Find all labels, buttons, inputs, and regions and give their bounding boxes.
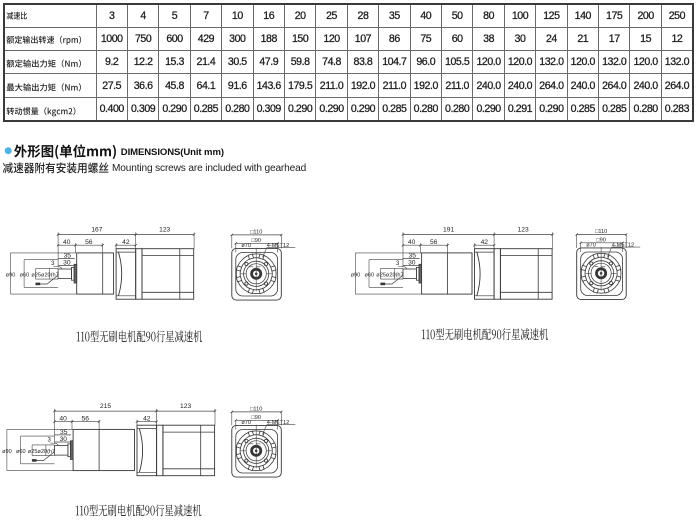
svg-text:4-M6T12: 4-M6T12 — [267, 420, 289, 426]
svg-text:ø90: ø90 — [351, 273, 361, 279]
svg-text:ø70: ø70 — [241, 243, 251, 249]
svg-text:56: 56 — [430, 239, 438, 246]
svg-text:42: 42 — [122, 239, 130, 246]
svg-text:30: 30 — [408, 260, 416, 267]
svg-text:56: 56 — [85, 239, 93, 246]
svg-text:3: 3 — [48, 438, 52, 444]
svg-text:35: 35 — [408, 252, 416, 259]
svg-text:3: 3 — [51, 261, 55, 267]
svg-text:ø70: ø70 — [586, 242, 596, 248]
svg-text:35: 35 — [64, 252, 72, 259]
svg-text:□90: □90 — [596, 237, 606, 243]
svg-text:123: 123 — [180, 403, 191, 410]
svg-text:□110: □110 — [595, 229, 607, 235]
svg-text:ø25ø20(h7: ø25ø20(h7 — [31, 273, 58, 279]
svg-text:ø25ø20(h7: ø25ø20(h7 — [28, 449, 55, 455]
svg-text:4-M6T12: 4-M6T12 — [612, 242, 634, 248]
svg-text:□110: □110 — [250, 407, 262, 413]
svg-text:ø70: ø70 — [241, 420, 251, 426]
svg-text:35: 35 — [60, 429, 68, 436]
svg-text:ø60: ø60 — [364, 273, 374, 279]
svg-text:□110: □110 — [250, 230, 262, 236]
svg-text:42: 42 — [143, 416, 151, 423]
svg-text:40: 40 — [63, 239, 71, 246]
svg-text:ø90: ø90 — [6, 273, 16, 279]
svg-text:ø60: ø60 — [16, 449, 26, 455]
svg-text:215: 215 — [100, 403, 111, 410]
svg-text:ø60: ø60 — [20, 273, 30, 279]
svg-text:123: 123 — [518, 227, 529, 234]
svg-text:□90: □90 — [251, 238, 261, 244]
svg-text:□90: □90 — [251, 415, 261, 421]
svg-text:42: 42 — [481, 239, 489, 246]
svg-text:4-M6T12: 4-M6T12 — [267, 243, 289, 249]
svg-text:30: 30 — [63, 260, 71, 267]
svg-text:ø25ø20(h7: ø25ø20(h7 — [376, 273, 403, 279]
svg-text:40: 40 — [59, 416, 67, 423]
svg-text:40: 40 — [408, 239, 416, 246]
svg-text:123: 123 — [159, 227, 170, 234]
svg-text:191: 191 — [443, 227, 454, 234]
svg-text:167: 167 — [91, 227, 102, 234]
svg-text:30: 30 — [60, 436, 68, 443]
svg-text:ø90: ø90 — [2, 449, 12, 455]
svg-text:3: 3 — [396, 261, 400, 267]
svg-text:56: 56 — [81, 416, 89, 423]
